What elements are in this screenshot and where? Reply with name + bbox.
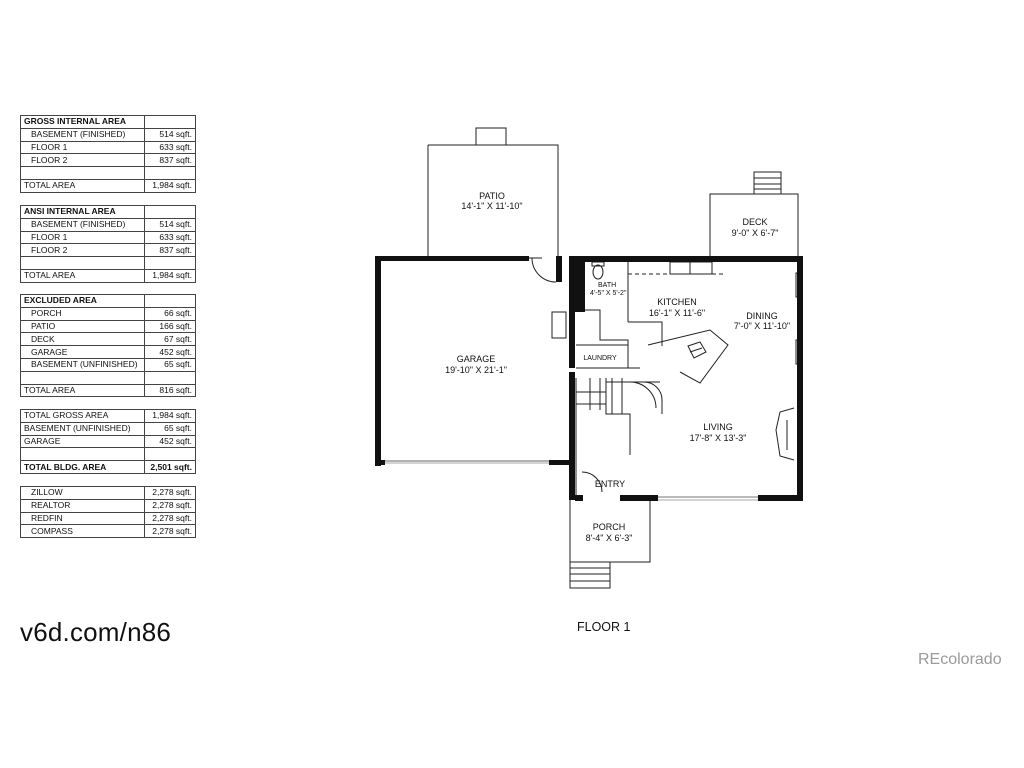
table-total-value: 816 sqft. — [144, 383, 196, 398]
room-dims-kitchen: 16'-1" X 11'-6" — [649, 308, 705, 318]
room-dims-living: 17'-8" X 13'-3" — [690, 433, 747, 443]
watermark: REcolorado — [918, 651, 1002, 668]
table-total-label: TOTAL AREA — [20, 268, 145, 283]
entry-door-swing — [581, 471, 603, 493]
porch-outline — [569, 497, 651, 589]
listing-url[interactable]: v6d.com/n86 — [20, 617, 172, 647]
gross-internal-area-table: GROSS INTERNAL AREA BASEMENT (FINISHED)5… — [20, 115, 196, 193]
table-row-value: 66 sqft. — [144, 306, 196, 321]
floor-title: FLOOR 1 — [577, 620, 631, 634]
room-dims-dining: 7'-0" X 11'-10" — [734, 321, 790, 331]
room-name-living: LIVING — [703, 422, 733, 432]
table-total-value: 1,984 sqft. — [144, 268, 196, 283]
table-row-value: 2,278 sqft. — [144, 524, 196, 539]
fireplace — [775, 407, 795, 461]
table-total-label: TOTAL AREA — [20, 178, 145, 193]
table-row-value: 67 sqft. — [144, 332, 196, 347]
room-name-deck: DECK — [742, 217, 767, 227]
room-labels: PATIO 14'-1" X 11'-10" DECK 9'-0" X 6'-7… — [445, 191, 790, 543]
patio-door-swing — [531, 257, 557, 283]
room-name-kitchen: KITCHEN — [657, 297, 697, 307]
room-name-porch: PORCH — [593, 522, 626, 532]
room-dims-deck: 9'-0" X 6'-7" — [732, 228, 779, 238]
room-name-laundry: LAUNDRY — [583, 355, 617, 362]
ansi-internal-area-table: ANSI INTERNAL AREA BASEMENT (FINISHED)51… — [20, 205, 196, 283]
table-total-label: TOTAL AREA — [20, 383, 145, 398]
room-name-entry: ENTRY — [595, 479, 625, 489]
table-total-value: 2,501 sqft. — [144, 460, 196, 474]
room-dims-porch: 8'-4" X 6'-3" — [586, 533, 633, 543]
room-name-patio: PATIO — [479, 191, 505, 201]
room-name-dining: DINING — [746, 311, 778, 321]
room-dims-bath: 4'-5" X 5'-2" — [590, 290, 627, 297]
table-row-label: COMPASS — [20, 524, 145, 539]
exterior-walls — [375, 256, 803, 501]
table-total-label: TOTAL BLDG. AREA — [20, 460, 145, 474]
table-total-value: 1,984 sqft. — [144, 178, 196, 193]
deck-outline — [709, 171, 799, 258]
staircase — [575, 378, 663, 500]
room-name-garage: GARAGE — [457, 354, 496, 364]
room-dims-garage: 19'-10" X 21'-1" — [445, 365, 507, 375]
room-dims-patio: 14'-1" X 11'-10" — [461, 201, 522, 211]
room-name-bath: BATH — [598, 282, 616, 289]
